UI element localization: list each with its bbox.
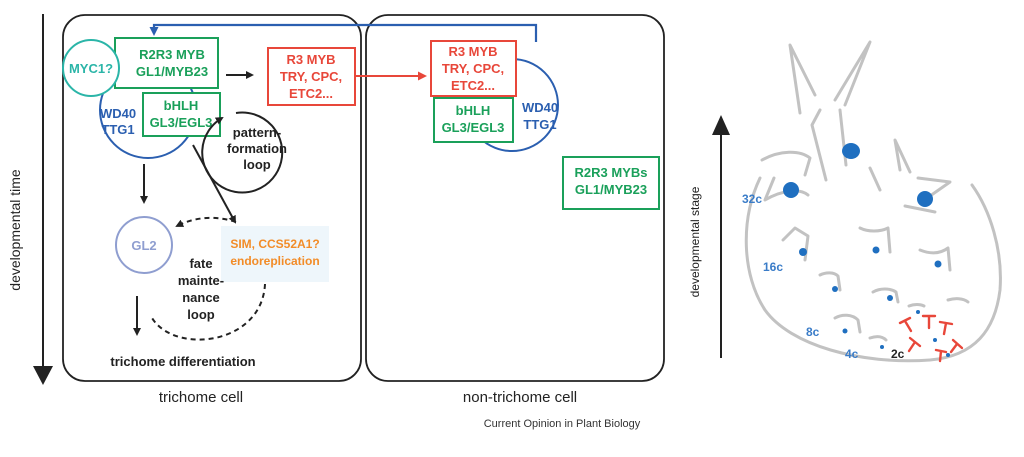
nucleus-32c-right <box>917 191 933 207</box>
inhibitor-mark-3 <box>898 316 913 333</box>
fate-loop-label-3: nance <box>182 290 220 305</box>
nucleus-32c-center <box>842 143 860 159</box>
nucleus-8c-2 <box>887 295 893 301</box>
bhlh-box-nontrichome <box>433 97 514 143</box>
nucleus-8c-1 <box>832 286 838 292</box>
trichome-mid-5 <box>871 287 900 304</box>
ttg1-label-nontrichome: TTG1 <box>523 117 556 132</box>
nucleus-2c-2 <box>916 310 920 314</box>
endoreplication-box <box>221 226 329 282</box>
pattern-loop-label-1: pattern- <box>233 125 281 140</box>
fate-loop-label-2: mainte- <box>178 273 224 288</box>
sim-ccs52a1-label: SIM, CCS52A1? <box>230 237 319 251</box>
stage-axis-arrowhead <box>712 115 730 135</box>
inhibitor-marks <box>898 314 964 363</box>
non-trichome-cell-label: non-trichome cell <box>463 389 577 406</box>
gl2-circle <box>115 216 173 274</box>
fate-maintenance-loop-top <box>175 216 237 227</box>
gl3-egl3-label: GL3/EGL3 <box>150 115 213 130</box>
trichome-mid-3 <box>918 246 952 272</box>
inhibitor-mark-4 <box>907 336 922 353</box>
pattern-loop-label-3: loop <box>243 157 270 172</box>
fate-maintenance-loop-bottom <box>151 283 266 341</box>
fate-loop-label-4: loop <box>187 307 214 322</box>
fate-loop-label-1: fate <box>189 256 212 271</box>
try-cpc-label-nontrichome: TRY, CPC, <box>442 61 504 76</box>
ploidy-label-16c: 16c <box>763 260 783 274</box>
bhlh-box <box>142 92 221 137</box>
gl2-label: GL2 <box>131 238 156 253</box>
non-trichome-cell-box <box>365 14 665 382</box>
r2r3-mybs-box-nontrichome <box>562 156 660 210</box>
journal-credit: Current Opinion in Plant Biology <box>484 418 641 430</box>
nuclei <box>783 143 950 357</box>
ttg1-label: TTG1 <box>101 122 134 137</box>
trichome-small-3 <box>946 297 970 304</box>
r3-myb-label-nontrichome: R3 MYB <box>448 44 497 59</box>
trichome-mid-4 <box>818 271 842 292</box>
etc2-label-nontrichome: ETC2... <box>451 78 495 93</box>
ploidy-label-32c: 32c <box>742 192 762 206</box>
wd40-label-nontrichome: WD40 <box>522 100 558 115</box>
r3-myb-box-nontrichome <box>430 40 517 97</box>
ploidy-label-8c: 8c <box>806 325 820 339</box>
nucleus-2c-3 <box>946 353 950 357</box>
trichome-cell-label: trichome cell <box>159 389 243 406</box>
r3-myb-box-trichome <box>267 47 356 106</box>
ploidy-label-4c: 4c <box>845 347 859 361</box>
nucleus-16c-3 <box>934 260 942 268</box>
time-axis-label: developmental time <box>7 169 23 291</box>
pattern-loop-label-2: formation <box>227 141 287 156</box>
inhibitor-mark-6 <box>934 348 948 363</box>
leaf-illustration <box>744 40 1002 363</box>
trichome-differentiation-label: trichome differentiation <box>110 354 255 369</box>
endoreplication-label: endoreplication <box>230 254 319 268</box>
nucleus-2c-1 <box>933 338 937 342</box>
trichome-large-right <box>868 138 952 214</box>
leaf-outline <box>744 176 1002 363</box>
trichome-mid-1 <box>781 226 810 262</box>
nucleus-32c-left <box>783 182 799 198</box>
inhibitor-mark-2 <box>938 320 954 336</box>
pattern-formation-loop-arrow <box>201 111 284 194</box>
nucleus-16c-2 <box>872 246 880 254</box>
stage-axis-label: developmental stage <box>688 186 702 297</box>
trichome-mid-2 <box>858 226 892 254</box>
trichome-cell-box <box>62 14 362 382</box>
r2r3-myb-label: R2R3 MYB <box>139 47 205 62</box>
gl3-egl3-label-nontrichome: GL3/EGL3 <box>442 120 505 135</box>
myc1-circle <box>62 39 120 97</box>
ploidy-label-2c: 2c <box>891 347 905 361</box>
trichome-small-4 <box>907 303 926 308</box>
nucleus-16c-1 <box>799 248 807 256</box>
wd40-label: WD40 <box>100 106 136 121</box>
try-cpc-label-trichome: TRY, CPC, <box>280 69 342 84</box>
r2r3-myb-box <box>114 37 219 89</box>
nucleus-4c-2 <box>880 345 884 349</box>
r2r3-mybs-label: R2R3 MYBs <box>575 165 648 180</box>
myc1-label: MYC1? <box>69 61 113 76</box>
trichome-large-center <box>788 40 872 182</box>
gl1-myb23-label: GL1/MYB23 <box>136 64 208 79</box>
time-axis-arrowhead <box>33 366 53 385</box>
inhibitor-mark-5 <box>949 338 964 354</box>
nucleus-4c-1 <box>842 328 848 334</box>
etc2-label-trichome: ETC2... <box>289 86 333 101</box>
gl1-myb23-label-nontrichome: GL1/MYB23 <box>575 182 647 197</box>
trichome-small-2 <box>868 335 888 342</box>
inhibitor-mark-1 <box>921 314 937 330</box>
trichome-small-1 <box>833 313 862 334</box>
activation-arrow-sim <box>192 144 236 224</box>
bhlh-label-nontrichome: bHLH <box>456 103 491 118</box>
bhlh-label: bHLH <box>164 98 199 113</box>
r3-myb-label-trichome: R3 MYB <box>286 52 335 67</box>
feedback-arrow <box>149 23 538 42</box>
